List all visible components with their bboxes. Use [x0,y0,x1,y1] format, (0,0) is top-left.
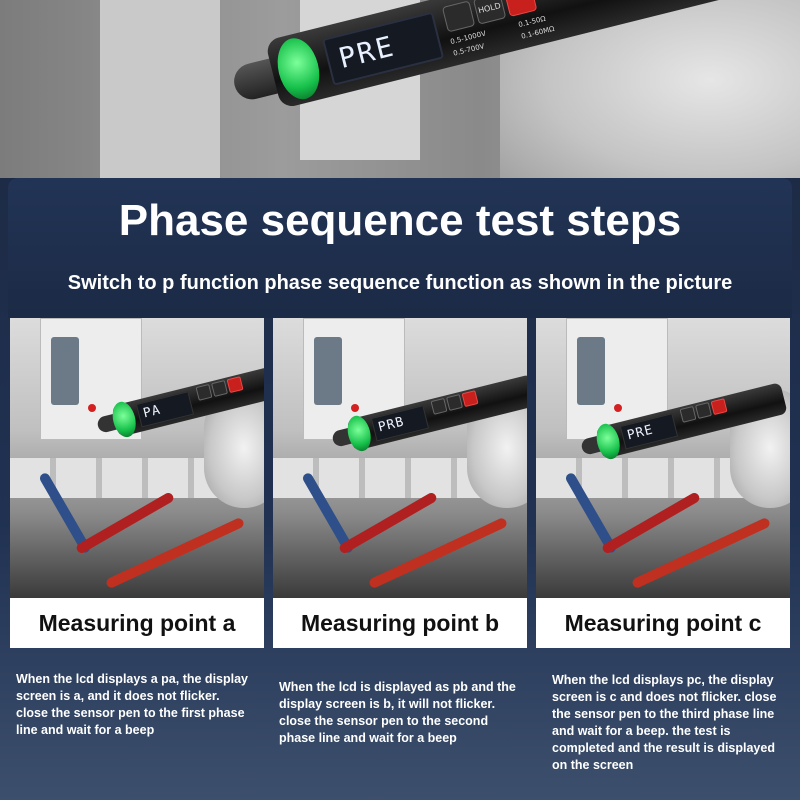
step-description-c: When the lcd displays pc, the display sc… [552,673,777,772]
breaker-lever [577,337,605,405]
step-photo-c: PRE [536,318,790,598]
indicator-light-icon [88,404,96,412]
hero-photo: PRE HOLD 0.5-1000V 0.5-700V 0.1-50Ω 0.1-… [0,0,800,200]
hero-panel-left [100,0,220,180]
step-label-c: Measuring point c [536,598,790,648]
step-photo-b: PRB [273,318,527,598]
breaker-lever [51,337,79,405]
wire [337,491,439,555]
indicator-light-icon [351,404,359,412]
step-photo-a: PA [10,318,264,598]
page-title: Phase sequence test steps [118,196,682,245]
wire [74,491,176,555]
page-subtitle: Switch to p function phase sequence func… [67,272,733,294]
step-label-a: Measuring point a [10,598,264,648]
breaker-lever [314,337,342,405]
indicator-light-icon [614,404,622,412]
step-label-b: Measuring point b [273,598,527,648]
step-description-b: When the lcd is displayed as pb and the … [279,680,516,745]
wire [600,491,702,555]
title-card [8,178,792,318]
step-description-a: When the lcd displays a pa, the display … [16,672,249,737]
